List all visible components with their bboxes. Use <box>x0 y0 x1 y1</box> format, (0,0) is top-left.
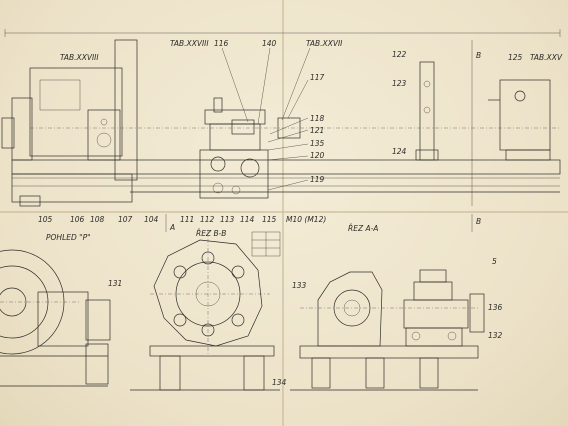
label-b-top: B <box>476 51 481 60</box>
label-118: 118 <box>310 114 325 123</box>
label-108: 108 <box>90 215 105 224</box>
label-m10-m12: M10 (M12) <box>286 215 326 224</box>
label-113: 113 <box>220 215 235 224</box>
label-rez-aa: ŘEZ A-A <box>348 224 378 233</box>
label-123: 123 <box>392 79 407 88</box>
label-135: 135 <box>310 139 325 148</box>
marker-b: B <box>476 217 481 226</box>
label-140: 140 <box>262 39 277 48</box>
label-114: 114 <box>240 215 255 224</box>
section-aa <box>290 269 485 391</box>
section-bb <box>130 230 281 391</box>
lathe-elevation <box>1 29 561 207</box>
label-116: 116 <box>214 39 229 48</box>
label-133: 133 <box>292 281 307 290</box>
label-132: 132 <box>488 331 503 340</box>
label-112: 112 <box>200 215 215 224</box>
label-pohled-p: POHLED "P" <box>46 233 91 242</box>
view-p <box>0 249 111 387</box>
label-115: 115 <box>262 215 277 224</box>
label-106: 106 <box>70 215 85 224</box>
label-105: 105 <box>38 215 53 224</box>
label-131: 131 <box>108 279 122 288</box>
label-124: 124 <box>392 147 407 156</box>
label-111: 111 <box>180 215 194 224</box>
label-120: 120 <box>310 151 325 160</box>
label-rez-bb: ŘEZ B-B <box>196 229 226 238</box>
label-tab-xxv: TAB.XXV <box>530 53 563 62</box>
label-136: 136 <box>488 303 503 312</box>
marker-a: A <box>169 223 175 232</box>
label-5: 5 <box>492 257 497 266</box>
label-104: 104 <box>144 215 159 224</box>
label-107: 107 <box>118 215 133 224</box>
label-122: 122 <box>392 50 407 59</box>
label-134: 134 <box>272 378 287 387</box>
label-119: 119 <box>310 175 325 184</box>
label-tab-xxviii-left: TAB.XXVIII <box>60 53 99 62</box>
label-tab-xxviii: TAB.XXVIII <box>170 39 209 48</box>
label-125: 125 <box>508 53 523 62</box>
label-tab-xxvii: TAB.XXVII <box>306 39 343 48</box>
label-117: 117 <box>310 73 325 82</box>
label-121: 121 <box>310 126 324 135</box>
